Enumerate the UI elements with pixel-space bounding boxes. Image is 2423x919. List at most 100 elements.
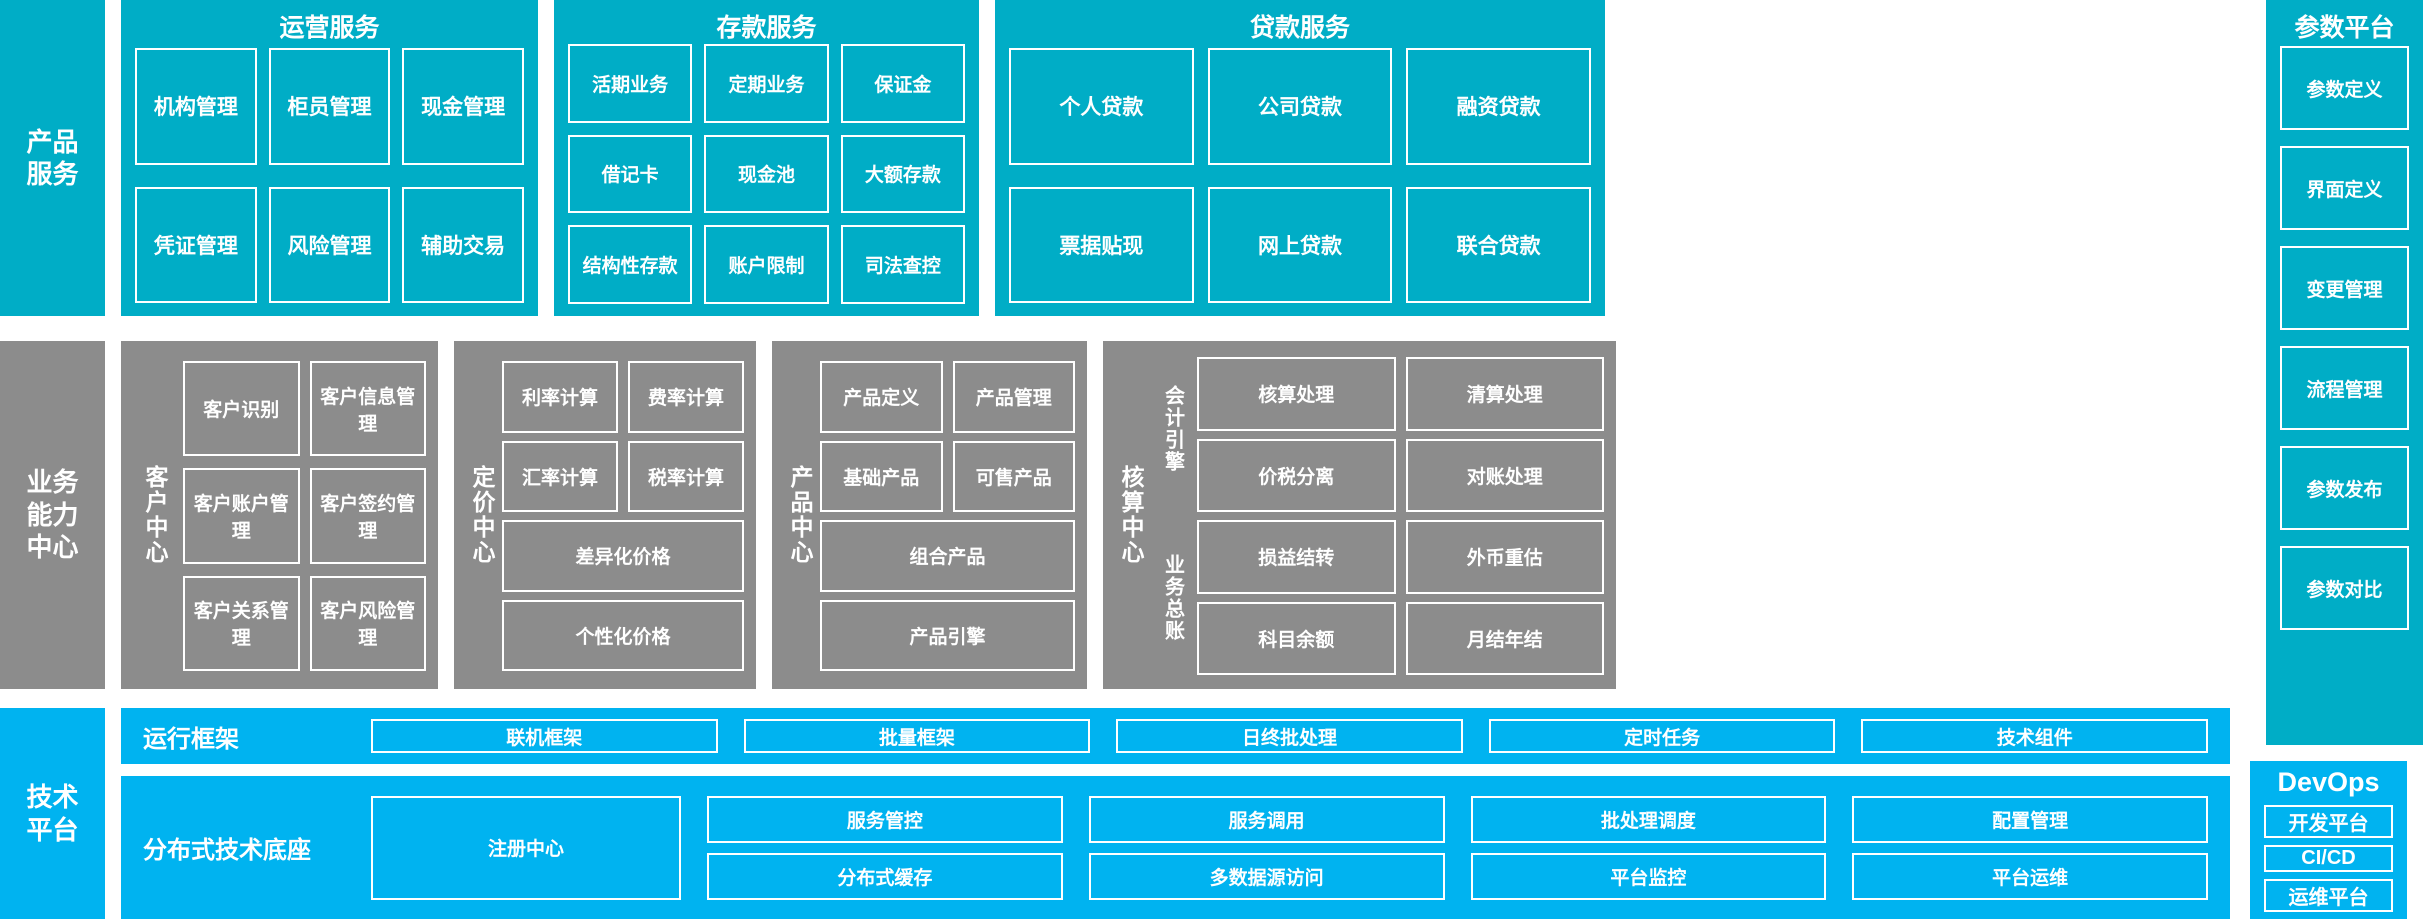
operation-service-items: 机构管理 柜员管理 现金管理 凭证管理 风险管理 辅助交易	[135, 48, 524, 303]
box-parameter-publish[interactable]: 参数发布	[2280, 446, 2409, 530]
box-personal-loan[interactable]: 个人贷款	[1009, 48, 1194, 165]
box-operations-platform[interactable]: 运维平台	[2264, 879, 2393, 912]
box-multi-datasource-access[interactable]: 多数据源访问	[1088, 852, 1445, 900]
box-account-restriction[interactable]: 账户限制	[704, 225, 829, 304]
box-price-tax-separation[interactable]: 价税分离	[1197, 438, 1396, 512]
side-label-customer-center: 客户中心	[142, 465, 168, 565]
box-subject-balance[interactable]: 科目余额	[1197, 601, 1396, 675]
group-product-center: 产品中心 产品定义 产品管理 基础产品 可售产品 组合产品 产品引擎	[772, 341, 1087, 689]
box-process-management[interactable]: 流程管理	[2280, 346, 2409, 430]
box-judicial-control[interactable]: 司法查控	[840, 225, 965, 304]
box-settlement-processing[interactable]: 清算处理	[1405, 357, 1604, 431]
side-label-business-ledger: 业务总账	[1161, 554, 1184, 642]
box-combined-product[interactable]: 组合产品	[820, 520, 1075, 592]
box-personalized-pricing[interactable]: 个性化价格	[502, 599, 744, 671]
box-interest-rate-calculation[interactable]: 利率计算	[502, 361, 618, 433]
group-title-operation-service: 运营服务	[279, 14, 380, 42]
box-platform-monitoring[interactable]: 平台监控	[1470, 852, 1827, 900]
box-profit-loss-carryover[interactable]: 损益结转	[1197, 520, 1396, 594]
deposit-service-items: 活期业务 定期业务 保证金 借记卡 现金池 大额存款 结构性存款 账户限制 司法…	[568, 44, 965, 304]
box-demand-deposit[interactable]: 活期业务	[568, 44, 693, 123]
box-cash-management[interactable]: 现金管理	[402, 48, 524, 165]
box-parameter-compare[interactable]: 参数对比	[2280, 546, 2409, 630]
box-online-framework[interactable]: 联机框架	[371, 719, 718, 753]
box-customer-account-management[interactable]: 客户账户管理	[183, 468, 300, 564]
box-month-year-end-closing[interactable]: 月结年结	[1405, 601, 1604, 675]
box-differentiated-pricing[interactable]: 差异化价格	[502, 520, 744, 592]
business-capability-band: 业务 能力 中心 客户中心 客户识别 客户信息管理 客户账户管理 客户签约管理 …	[0, 341, 2423, 689]
row-distributed-base: 分布式技术底座 注册中心 服务管控 服务调用 批处理调度 配置管理 分布式缓存 …	[121, 776, 2230, 919]
box-online-loan[interactable]: 网上贷款	[1207, 186, 1393, 303]
runtime-framework-items: 联机框架 批量框架 日终批处理 定时任务 技术组件	[371, 719, 2230, 753]
box-reconciliation-processing[interactable]: 对账处理	[1405, 438, 1604, 512]
box-platform-operations[interactable]: 平台运维	[1852, 852, 2208, 900]
side-label-pricing-center: 定价中心	[469, 465, 495, 565]
box-financing-loan[interactable]: 融资贷款	[1406, 48, 1591, 165]
box-product-management[interactable]: 产品管理	[952, 361, 1075, 433]
box-exchange-rate-calculation[interactable]: 汇率计算	[502, 440, 618, 512]
row-label-distributed-base: 分布式技术底座	[143, 837, 311, 864]
box-interface-definition[interactable]: 界面定义	[2280, 146, 2409, 230]
box-batch-framework[interactable]: 批量框架	[743, 719, 1091, 753]
box-joint-loan[interactable]: 联合贷款	[1406, 186, 1591, 303]
box-distributed-cache[interactable]: 分布式缓存	[707, 852, 1063, 900]
box-organization-management[interactable]: 机构管理	[135, 48, 257, 165]
box-scheduled-task[interactable]: 定时任务	[1488, 719, 1836, 753]
box-ci-cd[interactable]: CI/CD	[2264, 845, 2393, 872]
box-config-management[interactable]: 配置管理	[1852, 795, 2208, 843]
box-product-engine[interactable]: 产品引擎	[820, 599, 1075, 671]
pricing-center-items: 利率计算 费率计算 汇率计算 税率计算 差异化价格 个性化价格	[502, 361, 744, 671]
box-product-definition[interactable]: 产品定义	[820, 361, 943, 433]
box-corporate-loan[interactable]: 公司贷款	[1207, 48, 1393, 165]
technology-platform-band: 技术 平台 运行框架 联机框架 批量框架 日终批处理 定时任务 技术组件 分布式…	[0, 708, 2423, 919]
box-time-deposit[interactable]: 定期业务	[704, 44, 829, 123]
box-voucher-management[interactable]: 凭证管理	[135, 186, 257, 303]
box-service-governance[interactable]: 服务管控	[707, 795, 1063, 843]
box-change-management[interactable]: 变更管理	[2280, 246, 2409, 330]
box-basic-product[interactable]: 基础产品	[820, 440, 943, 512]
box-risk-management[interactable]: 风险管理	[268, 186, 391, 303]
box-cash-pool[interactable]: 现金池	[704, 134, 829, 214]
group-title-deposit-service: 存款服务	[716, 14, 817, 42]
box-sellable-product[interactable]: 可售产品	[952, 440, 1075, 512]
box-customer-relation-management[interactable]: 客户关系管理	[183, 575, 300, 671]
box-teller-management[interactable]: 柜员管理	[268, 48, 391, 165]
box-margin-deposit[interactable]: 保证金	[840, 44, 965, 123]
side-label-accounting-center: 核算中心	[1118, 465, 1144, 565]
technology-rows: 运行框架 联机框架 批量框架 日终批处理 定时任务 技术组件 分布式技术底座 注…	[121, 708, 2230, 919]
box-registry-center[interactable]: 注册中心	[371, 795, 681, 900]
box-parameter-definition[interactable]: 参数定义	[2280, 46, 2409, 130]
group-accounting-center: 核算中心 会计引擎 业务总账 核算处理 清算处理 价税分离 对账处理 损益结转 …	[1103, 341, 1616, 689]
box-accounting-processing[interactable]: 核算处理	[1197, 357, 1396, 431]
box-large-deposit[interactable]: 大额存款	[840, 134, 965, 214]
box-customer-risk-management[interactable]: 客户风险管理	[309, 575, 426, 671]
loan-service-items: 个人贷款 公司贷款 融资贷款 票据贴现 网上贷款 联合贷款	[1009, 48, 1591, 303]
group-title-devops: DevOps	[2277, 767, 2380, 797]
box-batch-scheduling[interactable]: 批处理调度	[1470, 795, 1827, 843]
box-structured-deposit[interactable]: 结构性存款	[568, 225, 693, 304]
box-fee-rate-calculation[interactable]: 费率计算	[628, 361, 744, 433]
box-service-invocation[interactable]: 服务调用	[1088, 795, 1445, 843]
box-development-platform[interactable]: 开发平台	[2264, 805, 2393, 838]
band-label-technology-platform: 技术 平台	[0, 708, 105, 919]
side-label-product-center: 产品中心	[787, 465, 813, 565]
product-service-band: 产品 服务 运营服务 机构管理 柜员管理 现金管理 凭证管理 风险管理 辅助交易…	[0, 0, 2423, 316]
group-devops: DevOps 开发平台 CI/CD 运维平台	[2250, 761, 2407, 919]
box-customer-identification[interactable]: 客户识别	[183, 361, 300, 457]
box-debit-card[interactable]: 借记卡	[568, 134, 693, 214]
box-bill-discount[interactable]: 票据贴现	[1009, 186, 1194, 303]
box-customer-info-management[interactable]: 客户信息管理	[309, 361, 426, 457]
box-auxiliary-transaction[interactable]: 辅助交易	[402, 186, 524, 303]
box-end-of-day-batch[interactable]: 日终批处理	[1116, 719, 1463, 753]
box-technical-component[interactable]: 技术组件	[1861, 719, 2208, 753]
group-loan-service: 贷款服务 个人贷款 公司贷款 融资贷款 票据贴现 网上贷款 联合贷款	[995, 0, 1605, 316]
group-customer-center: 客户中心 客户识别 客户信息管理 客户账户管理 客户签约管理 客户关系管理 客户…	[121, 341, 438, 689]
customer-center-items: 客户识别 客户信息管理 客户账户管理 客户签约管理 客户关系管理 客户风险管理	[183, 361, 426, 671]
group-parameter-platform: 参数平台 参数定义 界面定义 变更管理 流程管理 参数发布 参数对比	[2266, 0, 2423, 745]
box-tax-rate-calculation[interactable]: 税率计算	[628, 440, 744, 512]
group-title-parameter-platform: 参数平台	[2294, 14, 2395, 42]
box-customer-contract-management[interactable]: 客户签约管理	[309, 468, 426, 564]
group-operation-service: 运营服务 机构管理 柜员管理 现金管理 凭证管理 风险管理 辅助交易	[121, 0, 538, 316]
box-foreign-currency-revaluation[interactable]: 外币重估	[1405, 520, 1604, 594]
